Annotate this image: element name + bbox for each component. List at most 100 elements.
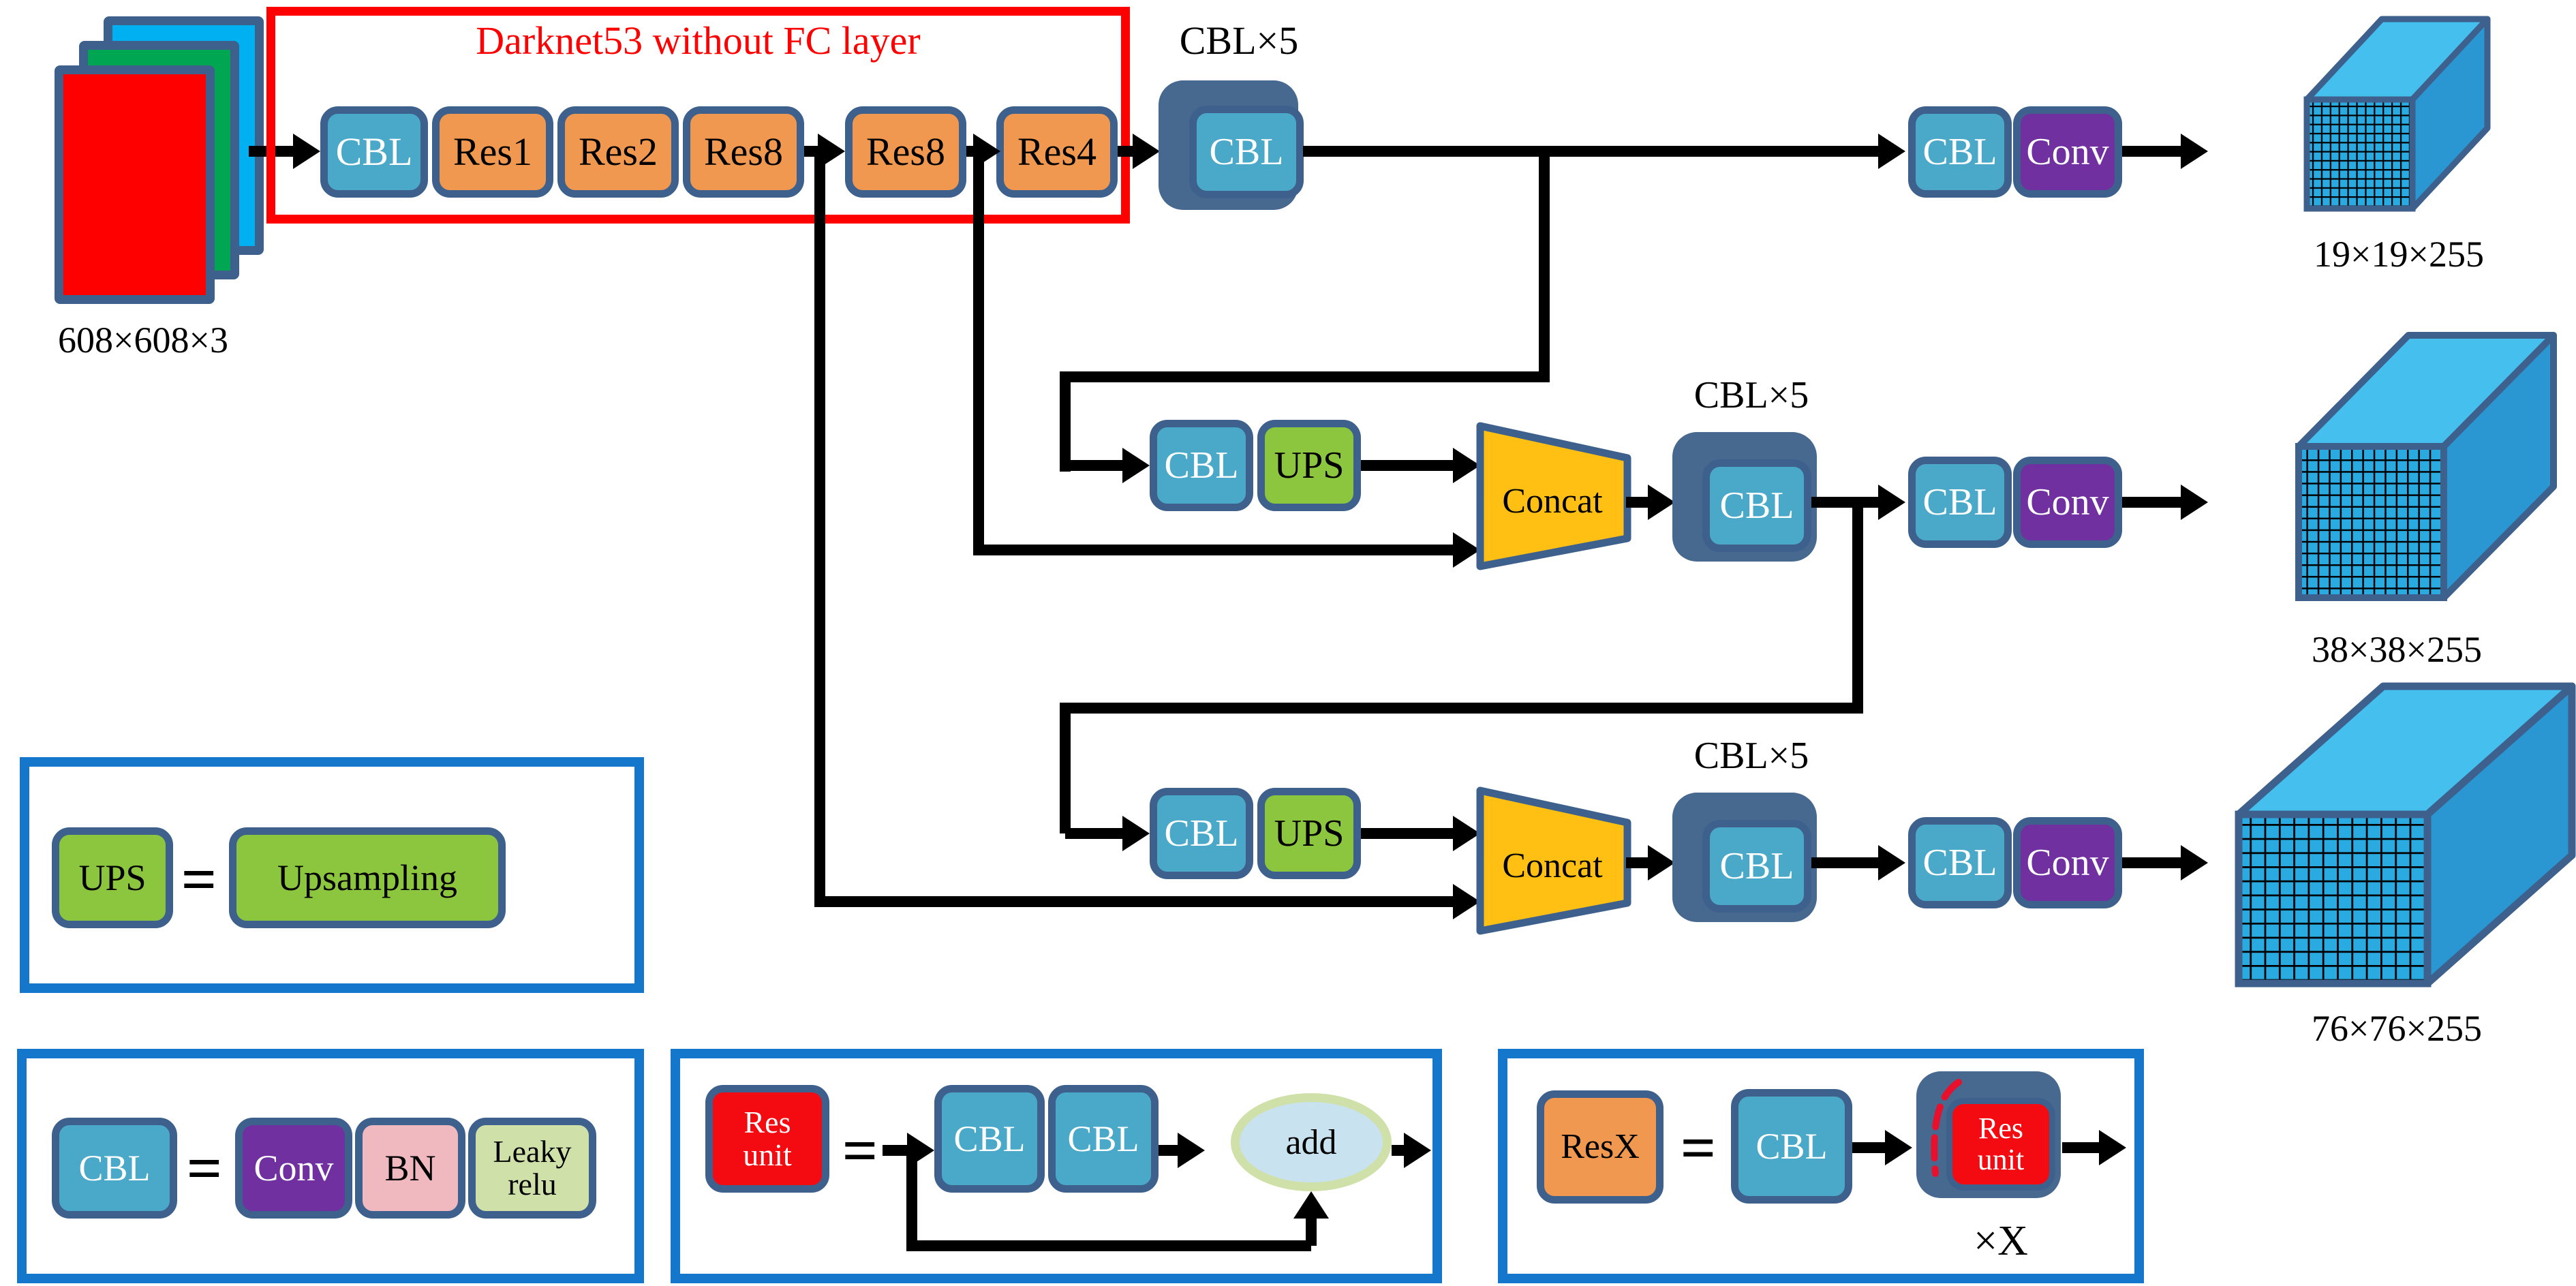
- head1-conv: Conv: [2013, 106, 2122, 198]
- output-label-19x19: 19×19×255: [2314, 234, 2484, 275]
- backbone-block-res8-first: Res8: [683, 106, 804, 198]
- bottom-concat-text: Concat: [1502, 846, 1603, 885]
- backbone-block-res4-label: Res4: [1017, 129, 1097, 174]
- bottom-concat-label: Concat: [1480, 811, 1625, 920]
- legend-resx-unit-line2: unit: [1977, 1143, 2025, 1176]
- legend-resunit-term-line1: Res: [743, 1105, 791, 1139]
- head2-cbl: CBL: [1908, 457, 2012, 548]
- input-layer-front: [55, 65, 215, 304]
- backbone-block-cbl: CBL: [320, 106, 428, 198]
- legend-resx-repeat-mark: [1931, 1079, 1962, 1177]
- legend-resunit-cbl1-label: CBL: [953, 1118, 1026, 1159]
- head2-cbl-label: CBL: [1922, 481, 1997, 523]
- legend-resunit-term-label: Res unit: [743, 1107, 792, 1171]
- legend-resunit-loop-head: [1293, 1191, 1329, 1219]
- backbone-block-res1: Res1: [432, 106, 553, 198]
- head1-conv-label: Conv: [2026, 131, 2109, 173]
- legend-resx-arrow-line: [1852, 1142, 1885, 1153]
- cbl5-stack-front-bottom-label: CBL: [1719, 845, 1794, 887]
- head3-out-head: [2181, 845, 2208, 881]
- legend-ups-term-label: UPS: [78, 857, 147, 898]
- mid-ups: UPS: [1257, 420, 1361, 511]
- legend-cbl-conv: Conv: [235, 1118, 352, 1219]
- legend-resunit-cbl-add-line: [1159, 1145, 1179, 1156]
- p4-line: [1811, 497, 1880, 508]
- input-size-label: 608×608×3: [58, 320, 228, 361]
- legend-cbl-leaky-line1: Leaky: [493, 1134, 572, 1169]
- bottom-concat-out-head: [1648, 845, 1675, 881]
- mid-concat-out-head: [1648, 485, 1675, 520]
- legend-cbl-leaky: Leaky relu: [468, 1118, 596, 1219]
- cbl5-stack-front-mid-label: CBL: [1719, 485, 1794, 527]
- head3-out-line: [2122, 857, 2182, 868]
- darknet53-title: Darknet53 without FC layer: [476, 18, 921, 63]
- legend-resunit-cbl-add-head: [1178, 1133, 1205, 1168]
- mid-concat-label: Concat: [1480, 446, 1625, 555]
- head3-cbl-label: CBL: [1922, 842, 1997, 884]
- bottom-cbl-label: CBL: [1164, 812, 1239, 855]
- output-label-38x38: 38×38×255: [2312, 629, 2482, 670]
- cbl5-stack-front-top-label: CBL: [1209, 131, 1284, 173]
- branch2-horizontal: [1060, 703, 1863, 714]
- legend-resx-unit: Res unit: [1946, 1098, 2055, 1191]
- bottom-ups-concat-head: [1453, 816, 1480, 851]
- legend-resunit-add: add: [1231, 1093, 1392, 1191]
- feature-map-cube-38x38: [2295, 332, 2557, 601]
- mid-concat-out-line: [1626, 497, 1649, 508]
- legend-resx-cbl: CBL: [1731, 1089, 1852, 1204]
- branch1-vertical: [1539, 146, 1550, 382]
- legend-cbl-leaky-line2: relu: [508, 1167, 557, 1201]
- head1-cbl-label: CBL: [1922, 131, 1997, 173]
- legend-ups-term: UPS: [52, 827, 173, 928]
- cbl5-stack-front-bottom: CBL: [1702, 820, 1811, 913]
- mid-ups-concat-head: [1453, 448, 1480, 483]
- p5-head-arrow: [1878, 134, 1905, 169]
- legend-resunit-loop-vertical: [906, 1150, 917, 1251]
- backbone-block-res8-second-label: Res8: [866, 129, 945, 174]
- backbone-block-res2-label: Res2: [579, 129, 658, 174]
- head2-conv: Conv: [2013, 457, 2122, 548]
- branch1-into-cbl-head: [1122, 448, 1150, 483]
- skip-res8-first-head: [1453, 884, 1480, 919]
- head1-cbl: CBL: [1908, 106, 2012, 198]
- backbone-block-res1-label: Res1: [453, 129, 532, 174]
- feature-map-cube-19x19: [2303, 16, 2491, 212]
- legend-resx-term: ResX: [1537, 1090, 1663, 1204]
- legend-resunit-add-label: add: [1285, 1122, 1337, 1162]
- legend-resx-arrow-head: [1885, 1130, 1912, 1165]
- head1-out-head: [2181, 134, 2208, 169]
- backbone-block-res8-second: Res8: [845, 106, 966, 198]
- cbl5-stack-front-mid: CBL: [1702, 459, 1811, 552]
- legend-resx-equals: =: [1680, 1113, 1717, 1182]
- legend-resunit-cbl1: CBL: [934, 1085, 1045, 1193]
- legend-resx-out-head: [2099, 1130, 2126, 1165]
- backbone-block-res2: Res2: [557, 106, 679, 198]
- legend-resunit-loop-horizontal: [906, 1240, 1311, 1251]
- bottom-ups: UPS: [1257, 788, 1361, 879]
- backbone-block-res8-first-label: Res8: [704, 129, 783, 174]
- darknet53-box: [266, 7, 1130, 224]
- legend-resunit-equals: =: [842, 1116, 878, 1185]
- bottom-ups-label: UPS: [1274, 812, 1345, 855]
- legend-resunit-in-line: [883, 1145, 907, 1156]
- bottom-cbl: CBL: [1150, 788, 1253, 879]
- legend-cbl-bn-label: BN: [384, 1148, 436, 1189]
- legend-cbl-term: CBL: [52, 1118, 177, 1219]
- arrow-res4-out-head: [1133, 134, 1160, 169]
- mid-concat-shape: [1476, 422, 1631, 570]
- branch2-vertical: [1852, 497, 1863, 714]
- legend-cbl-conv-label: Conv: [254, 1148, 334, 1189]
- branch2-into-cbl-line: [1065, 828, 1124, 839]
- legend-resunit-out-head: [1404, 1133, 1431, 1168]
- skip-res8-second-vertical: [973, 151, 984, 555]
- legend-resunit-out-line: [1392, 1145, 1405, 1156]
- bottom-concat-out-line: [1626, 857, 1649, 868]
- head2-out-head: [2181, 485, 2208, 520]
- p4-head-arrow: [1878, 485, 1905, 520]
- branch2-into-cbl-head: [1122, 816, 1150, 851]
- legend-ups-definition: Upsampling: [229, 827, 506, 928]
- arrow-res4-out-line: [1118, 146, 1134, 157]
- cbl5-stack-front-top: CBL: [1189, 106, 1304, 198]
- legend-cbl-equals: =: [186, 1133, 223, 1203]
